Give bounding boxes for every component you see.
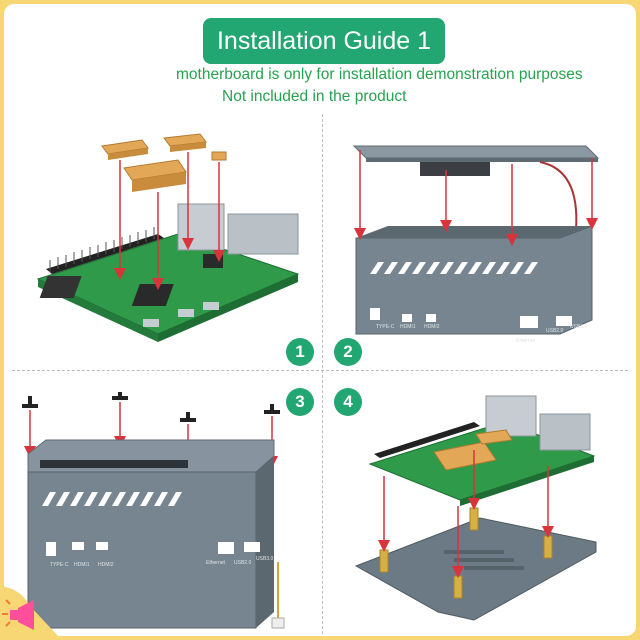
standoff-4	[453, 575, 463, 599]
p3-port-label-ethernet: Ethernet	[206, 560, 226, 566]
step-1-badge: 1	[286, 338, 314, 366]
step-2-badge: 2	[334, 338, 362, 366]
port-label-usb3: USB3.0	[570, 324, 587, 330]
case-lid	[352, 145, 600, 159]
standoff-3	[543, 535, 553, 559]
ethernet-port-block	[227, 213, 299, 255]
port-label-hdmi2: HDMI2	[424, 324, 440, 330]
panel-1-heatsinks-illustration	[36, 133, 300, 342]
p4-heatsink-small	[475, 429, 513, 445]
not-included-note: Not included in the product	[222, 88, 407, 105]
speaker-icon	[0, 586, 58, 636]
port-label-usb2: USB2.0	[546, 328, 563, 334]
p3-port-label-typec: TYPE-C	[50, 562, 69, 568]
heatsink-large	[123, 159, 187, 192]
heatsink-small-right	[163, 133, 207, 152]
screw-3	[180, 412, 196, 422]
port-label-hdmi1: HDMI1	[400, 324, 416, 330]
horizontal-divider	[12, 370, 628, 371]
guide-title-text: Installation Guide 1	[216, 26, 432, 55]
port-label-typec: TYPE-C	[376, 324, 395, 330]
p4-heatsink-large	[433, 441, 497, 471]
step-3-badge: 3	[286, 388, 314, 416]
panel-2-lid-illustration: TYPE-C HDMI1 HDMI2 Ethernet USB2.0 USB3.…	[352, 145, 600, 344]
guide-title: Installation Guide 1	[203, 18, 445, 64]
gpio-header	[46, 234, 164, 274]
p3-port-label-hdmi2: HDMI2	[98, 562, 114, 568]
product-image: Installation Guide 1 motherboard is only…	[4, 4, 636, 636]
port-label-ethernet: Ethernet	[516, 338, 536, 344]
usb-ports-block	[177, 203, 225, 251]
p3-port-label-hdmi1: HDMI1	[74, 562, 90, 568]
screw-1	[22, 396, 38, 408]
standoff-2	[469, 507, 479, 531]
demo-note: motherboard is only for installation dem…	[176, 66, 583, 83]
p3-port-label-usb2: USB2.0	[234, 560, 251, 566]
vertical-divider	[322, 114, 323, 634]
screw-2	[112, 392, 128, 400]
p3-port-label-usb3: USB3.0	[256, 556, 273, 562]
heatsink-small-left	[101, 139, 149, 160]
panel-3-screws-illustration: TYPE-C HDMI1 HDMI2 Ethernet USB2.0 USB3.…	[22, 392, 285, 629]
standoff-1	[379, 549, 389, 573]
screw-4	[264, 404, 280, 414]
panel-4-base-plate-illustration	[354, 395, 597, 621]
fan-cable	[539, 161, 578, 231]
heatsink-tiny	[211, 151, 227, 161]
fan-module	[420, 162, 490, 176]
step-4-badge: 4	[334, 388, 362, 416]
p4-gpio-header	[374, 422, 480, 458]
